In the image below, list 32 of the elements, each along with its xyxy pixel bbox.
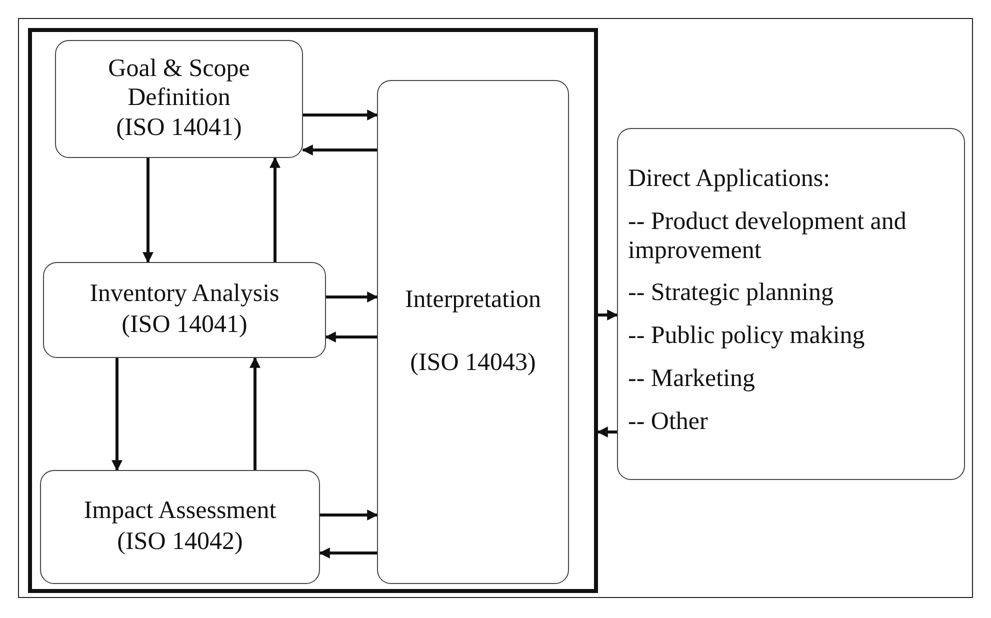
list-item: -- Public policy making: [628, 322, 865, 351]
standard-label: (ISO 14042): [117, 528, 243, 557]
box-title: Interpretation: [404, 286, 542, 315]
arrow: [270, 156, 280, 262]
process-box: [40, 470, 320, 584]
arrow: [318, 548, 377, 558]
box-title: Goal & Scope Definition: [107, 54, 251, 112]
box-title: Impact Assessment: [84, 497, 276, 526]
arrow: [250, 356, 260, 470]
process-box: [55, 40, 303, 158]
arrow: [142, 158, 154, 264]
arrow: [596, 426, 617, 438]
list-item: -- Other: [628, 408, 708, 436]
process-box: [377, 80, 569, 584]
standard-label: (ISO 14043): [410, 349, 536, 378]
arrow: [320, 510, 378, 520]
list-heading: Direct Applications:: [628, 165, 830, 194]
arrow: [598, 310, 618, 320]
arrow: [302, 144, 377, 156]
arrow: [326, 292, 378, 302]
applications-box: [617, 128, 965, 480]
list-item: -- Strategic planning: [628, 279, 834, 308]
box-title: Inventory Analysis: [90, 280, 280, 309]
arrow: [324, 332, 377, 342]
frame-box: [28, 28, 598, 593]
arrow: [112, 358, 122, 472]
list-item: -- Marketing: [628, 364, 756, 394]
process-box: [43, 262, 326, 358]
standard-label: (ISO 14041): [122, 311, 248, 340]
arrow: [303, 110, 378, 120]
list-item: -- Product development and improvement: [628, 208, 908, 266]
standard-label: (ISO 14041): [116, 114, 242, 144]
